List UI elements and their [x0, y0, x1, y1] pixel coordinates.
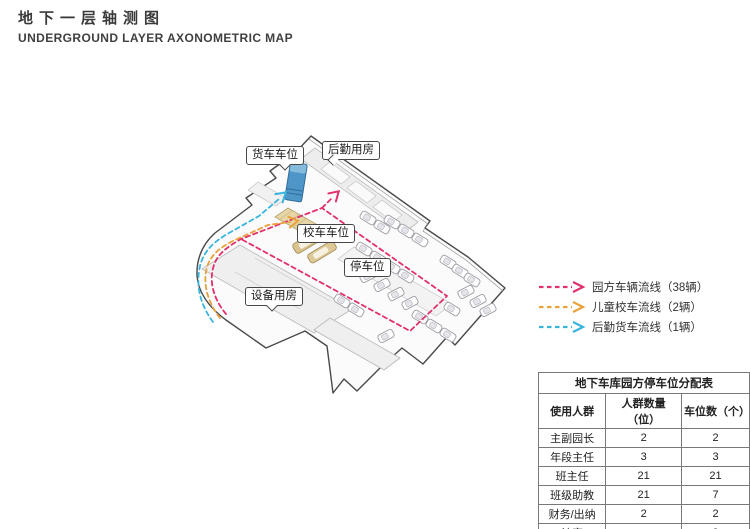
- col-header-space-count: 车位数（个）: [681, 393, 750, 429]
- col-header-people-count: 人群数量（位）: [605, 393, 683, 429]
- map-label-parking-space: 停车位: [344, 258, 391, 278]
- flow-school-bus-arrowhead: [287, 215, 300, 229]
- map-label-truck-parking: 货车车位: [246, 146, 304, 171]
- flow-lines: [197, 190, 449, 333]
- header: 地下一层轴测图 UNDERGROUND LAYER AXONOMETRIC MA…: [18, 10, 293, 45]
- legend-line-school-bus: [539, 301, 586, 313]
- table-row: 访客 3: [537, 523, 750, 529]
- map-label-equipment-room: 设备用房: [245, 287, 303, 312]
- page-subtitle: UNDERGROUND LAYER AXONOMETRIC MAP: [18, 30, 293, 45]
- legend-line-campus: [539, 281, 586, 293]
- table-row: 财务/出纳 2 2: [537, 504, 750, 524]
- flow-legend: 园方车辆流线（38辆） 儿童校车流线（2辆） 后勤货车流线（1辆）: [537, 277, 708, 337]
- table-row: 班级助教 21 7: [537, 485, 750, 505]
- legend-item-campus-vehicles: 园方车辆流线（38辆）: [537, 277, 708, 297]
- legend-line-logistics: [539, 321, 586, 333]
- table-row: 班主任 21 21: [537, 466, 750, 486]
- map-label-logistics-room: 后勤用房: [322, 141, 380, 166]
- table-row: 年段主任 3 3: [537, 447, 750, 467]
- table-header-row: 使用人群 人群数量（位） 车位数（个）: [537, 393, 750, 429]
- page-title: 地下一层轴测图: [18, 10, 166, 27]
- map-label-bus-parking: 校车车位: [297, 224, 355, 244]
- col-header-user-group: 使用人群: [537, 393, 607, 429]
- parking-allocation-table: 地下车库园方停车位分配表 使用人群 人群数量（位） 车位数（个） 主副园长 2 …: [537, 372, 750, 529]
- flow-campus-arrow-stem: [321, 196, 334, 209]
- flow-logistics-truck: [197, 198, 280, 323]
- flow-campus-vehicles: [210, 206, 449, 333]
- legend-item-logistics-truck: 后勤货车流线（1辆）: [537, 317, 708, 337]
- table-title: 地下车库园方停车位分配表: [538, 372, 750, 394]
- school-bus: [307, 240, 337, 264]
- legend-item-school-bus: 儿童校车流线（2辆）: [537, 297, 708, 317]
- flow-logistics-arrowhead: [274, 191, 288, 204]
- flow-school-bus: [204, 221, 291, 319]
- flow-campus-arrowhead: [327, 190, 341, 203]
- table-row: 主副园长 2 2: [537, 428, 750, 448]
